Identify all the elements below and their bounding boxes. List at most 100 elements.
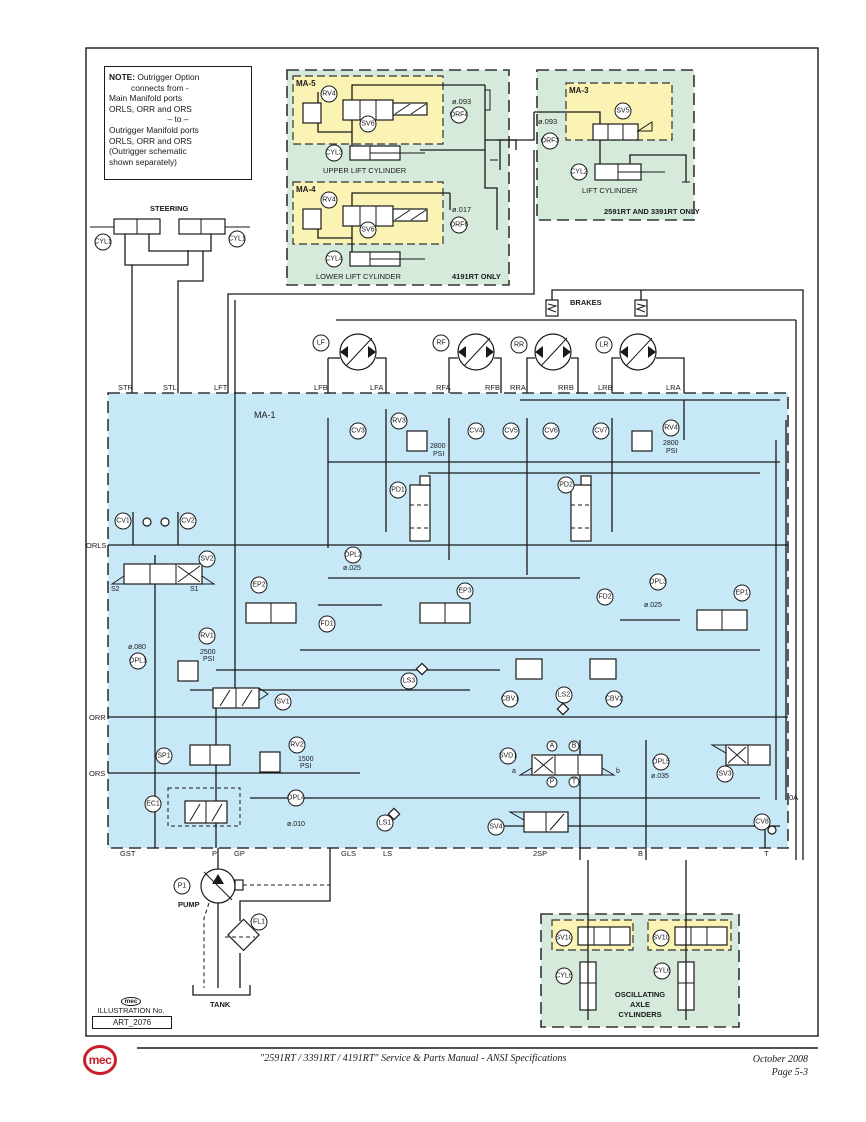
tag-svd1: SVD1	[499, 747, 517, 765]
svg-text:CV6: CV6	[544, 428, 558, 435]
svg-text:CYL6: CYL6	[555, 973, 573, 980]
svg-text:LS3: LS3	[403, 678, 416, 685]
sv2-valve	[123, 563, 203, 585]
tag-orf4: ORF4	[450, 106, 469, 124]
footer-date: October 2008	[752, 1054, 808, 1065]
tag-ec1: EC1	[144, 795, 162, 813]
port-rfb: RFB	[485, 383, 500, 392]
note-line: (Outrigger schematic	[109, 146, 187, 157]
svg-text:CYL6: CYL6	[653, 968, 671, 975]
port-rra: RRA	[510, 383, 526, 392]
svg-text:OPL2: OPL2	[344, 552, 362, 559]
svg-text:PD2: PD2	[559, 482, 573, 489]
tag-dpl2: OPL2	[344, 546, 362, 564]
ma4-relief-valve	[302, 208, 322, 230]
tag-rv4-ma1: RV4	[662, 419, 680, 437]
ec1-boundary	[167, 787, 241, 827]
lift-cylinder-caption: LIFT CYLINDER	[582, 186, 638, 195]
illustration-label: ILLUSTRATION No.	[97, 1006, 165, 1015]
note-line: ORLS, ORR and ORS	[109, 135, 192, 146]
tag-orf3: ORF3	[541, 132, 560, 150]
svg-text:RV4: RV4	[664, 425, 678, 432]
tag-sv6-ma5: SV6	[359, 115, 377, 133]
axle-caption-line2: AXLE	[630, 1000, 650, 1009]
port-orls: ORLS	[86, 541, 106, 550]
svg-text:SV10: SV10	[652, 935, 669, 942]
opl4-size: ø.010	[287, 821, 305, 828]
svg-text:LR: LR	[600, 342, 609, 349]
tag-cyl2: CYL2	[570, 163, 588, 181]
tag-sv4: SV4	[487, 818, 505, 836]
tag-dpl4: OPL4	[287, 789, 305, 807]
svg-text:CV2: CV2	[181, 518, 195, 525]
svg-text:EP2: EP2	[252, 582, 265, 589]
model-note-4191: 4191RT ONLY	[452, 272, 501, 281]
rv4-unit: PSI	[666, 448, 677, 455]
tag-sv6-ma4: SV6	[359, 221, 377, 239]
sv2-sol-a-label: S2	[111, 586, 120, 593]
tag-dpl3: OPL3	[649, 573, 667, 591]
sv10-right-valve	[674, 926, 728, 946]
port-0a: 0A	[789, 793, 798, 802]
illustration-block: mec ILLUSTRATION No. ART_2076	[86, 996, 176, 1029]
svd1-sol-b-label: b	[616, 768, 620, 775]
tag-ls2: LS2	[555, 686, 573, 704]
lower-lift-caption: LOWER LIFT CYLINDER	[316, 272, 401, 281]
svg-text:FL1: FL1	[253, 919, 265, 926]
axle-caption-line3: CYLINDERS	[618, 1010, 661, 1019]
ma5-label: MA-5	[296, 79, 316, 88]
tag-orf6: ORF6	[450, 216, 468, 234]
svg-text:CV4: CV4	[469, 428, 483, 435]
svg-text:LS1: LS1	[379, 820, 392, 827]
tag-p1: P1	[173, 877, 191, 895]
tag-lf: LF	[312, 334, 330, 352]
rv2-setting: 1500	[298, 756, 314, 763]
svg-text:PD1: PD1	[391, 487, 405, 494]
tag-fd2: FD2	[596, 588, 614, 606]
svg-text:SV3: SV3	[718, 771, 731, 778]
svg-text:SV6: SV6	[361, 121, 374, 128]
svg-text:CYL3: CYL3	[325, 150, 343, 157]
svg-text:SP1: SP1	[157, 753, 170, 760]
port-p: P	[212, 849, 217, 858]
svg-text:ORF4: ORF4	[450, 112, 469, 119]
ls1-shuttle	[387, 807, 401, 821]
svg-text:EP1: EP1	[735, 590, 748, 597]
svg-text:SV1: SV1	[276, 699, 289, 706]
tag-lr: LR	[595, 336, 613, 354]
opl3-size: ø.025	[644, 602, 662, 609]
svg-text:SV6: SV6	[361, 227, 374, 234]
orf6-size: ø.017	[452, 205, 471, 214]
ls3-shuttle	[415, 662, 429, 676]
opl1-size: ø.080	[128, 644, 146, 651]
tank-label: TANK	[210, 1000, 231, 1009]
tag-sv1: SV1	[274, 693, 292, 711]
svg-text:RV3: RV3	[392, 418, 406, 425]
tag-rf: RF	[432, 334, 450, 352]
tag-ep1: EP1	[733, 584, 751, 602]
svg-text:CV1: CV1	[116, 518, 130, 525]
port-lrb: LRB	[598, 383, 613, 392]
motor-lr	[619, 333, 657, 371]
rv1-unit: PSI	[203, 656, 214, 663]
note-line: – to –	[167, 114, 189, 125]
tag-cv5: CV5	[502, 422, 520, 440]
svd1-valve	[531, 754, 603, 776]
svg-text:LF: LF	[317, 340, 325, 347]
svg-text:A: A	[550, 743, 555, 750]
tag-cyl6-left: CYL6	[555, 967, 573, 985]
svg-text:ORF3: ORF3	[541, 138, 560, 145]
tag-sp1: SP1	[155, 747, 173, 765]
tag-cyl1-right: CYL1	[228, 230, 246, 248]
pd2-valve	[570, 484, 592, 542]
port-gls: GLS	[341, 849, 356, 858]
svg-text:RV1: RV1	[200, 633, 214, 640]
note-line: Main Manifold ports	[109, 93, 183, 104]
note-line: connects from -	[131, 82, 189, 93]
opl5-size: ø.035	[651, 773, 669, 780]
svg-text:FD1: FD1	[320, 621, 333, 628]
tag-pd2: PD2	[557, 476, 575, 494]
footer-date-block: October 2008 Page 5-3	[753, 1053, 808, 1079]
orf3-size: ø.093	[538, 117, 557, 126]
